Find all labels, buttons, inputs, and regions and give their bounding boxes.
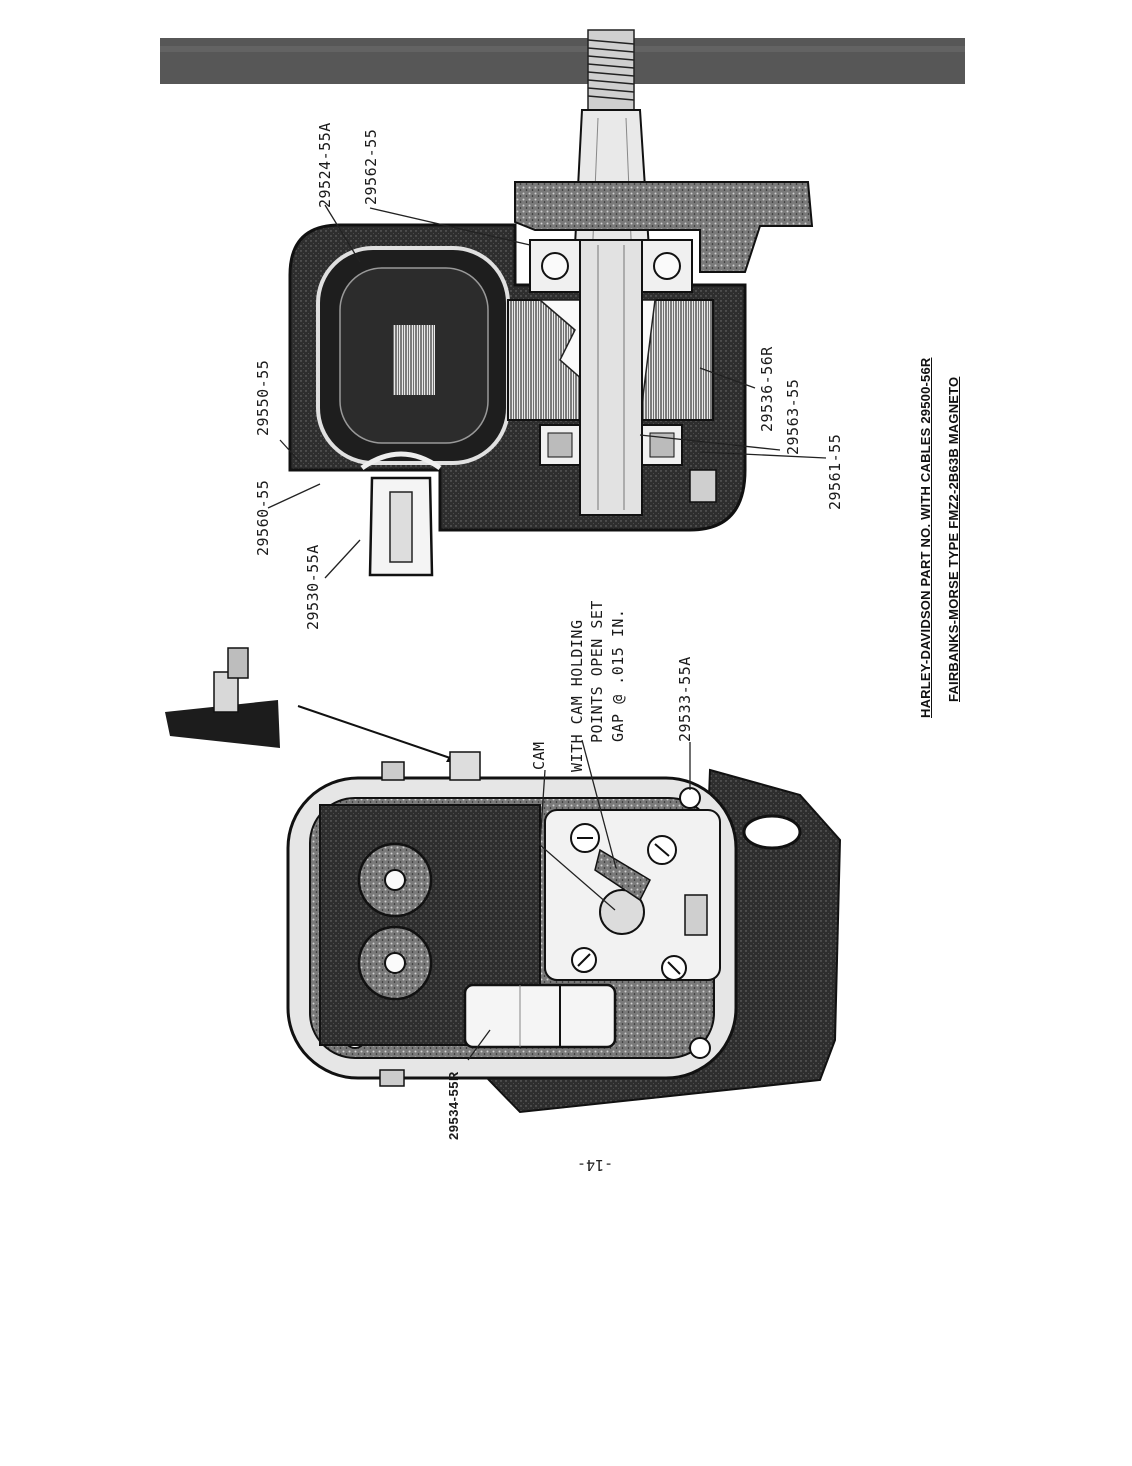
- cutaway-view: [288, 29, 814, 577]
- shaft-thread: [587, 29, 635, 111]
- caption-line2: FAIRBANKS-MORSE TYPE FMZ2-2B63B MAGNETO: [946, 376, 961, 702]
- inset-arrow: [297, 705, 457, 761]
- side-screw-top: [381, 751, 481, 781]
- coil-core: [393, 325, 435, 395]
- rotor-ends: [357, 842, 433, 1001]
- upper-bearings: [529, 239, 693, 293]
- label-note-line3: GAP @ .015 IN.: [609, 608, 627, 742]
- label-cam: CAM: [530, 741, 548, 770]
- page-number: -14-: [577, 1156, 614, 1174]
- label-29534-55R: 29534-55R: [446, 1071, 461, 1140]
- label-note-line1: WITH CAM HOLDING: [568, 619, 586, 773]
- face-view: [286, 751, 842, 1114]
- label-29530-55A: 29530-55A: [304, 544, 322, 630]
- condenser: [463, 983, 617, 1049]
- central-shaft: [579, 239, 643, 516]
- leader-lines-face: [467, 739, 691, 1061]
- label-note-line2: POINTS OPEN SET: [588, 600, 606, 743]
- cam-lobe: [599, 889, 645, 935]
- lower-bearings: [539, 424, 683, 466]
- mounting-flange: [514, 181, 814, 273]
- label-29563-55: 29563-55: [784, 378, 802, 455]
- label-29560-55: 29560-55: [254, 479, 272, 556]
- inset-screw-detail: [165, 647, 280, 748]
- label-29533-55A: 29533-55A: [676, 656, 694, 742]
- label-29550-55: 29550-55: [254, 359, 272, 436]
- label-29562-55: 29562-55: [362, 128, 380, 205]
- label-29536-56R: 29536-56R: [758, 346, 776, 432]
- leader-lines-cutaway: [267, 204, 827, 579]
- label-29561-55: 29561-55: [826, 433, 844, 510]
- scan-band: [160, 38, 965, 84]
- breaker-points: [570, 823, 708, 981]
- label-29524-55A: 29524-55A: [316, 122, 334, 208]
- caption-line1: HARLEY-DAVIDSON PART NO. WITH CABLES 295…: [918, 357, 933, 719]
- side-screw-bottom: [379, 1069, 405, 1087]
